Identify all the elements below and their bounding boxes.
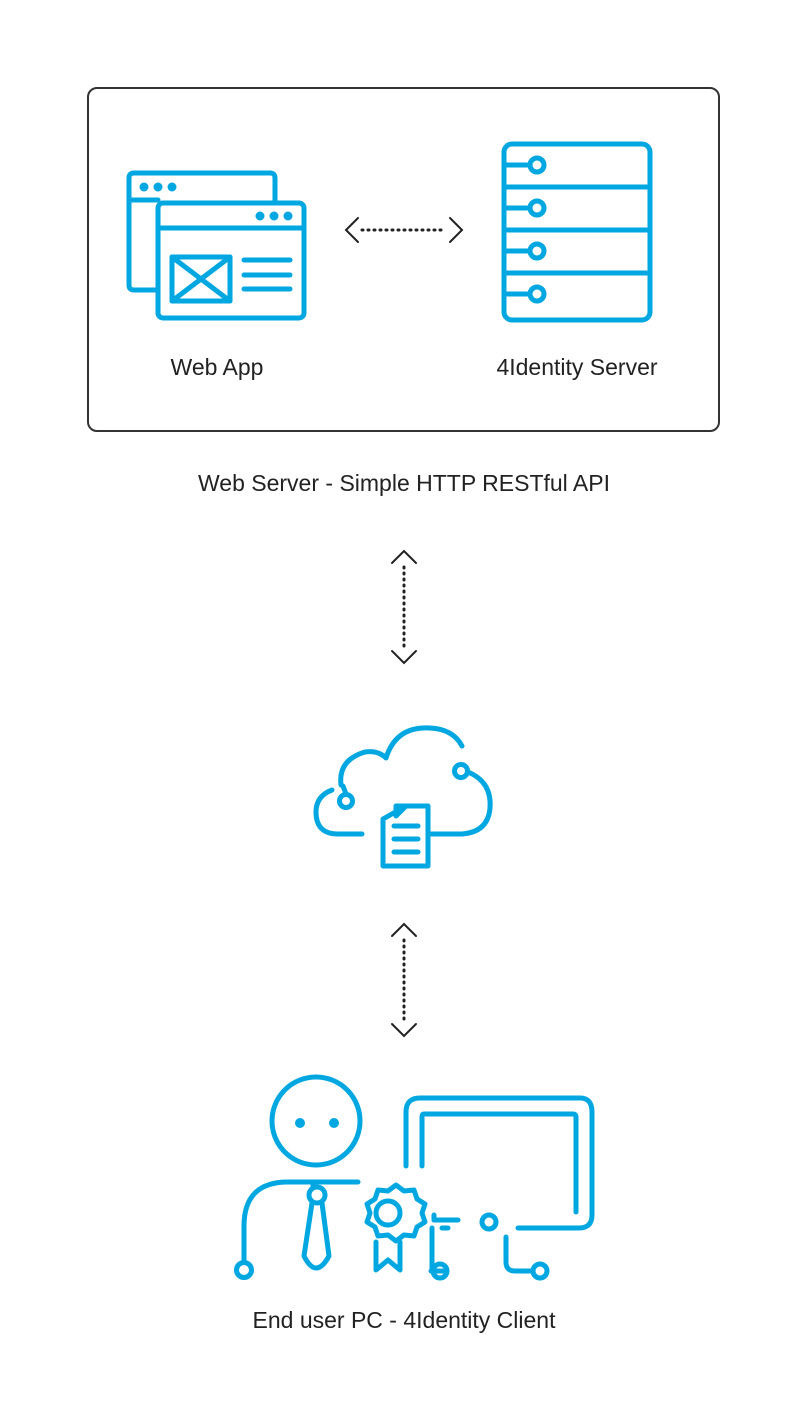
web-server-box: [87, 87, 720, 432]
end-user-caption: End user PC - 4Identity Client: [252, 1307, 556, 1333]
user-certificate-pc-icon: [234, 1074, 595, 1281]
cloud-document-icon: [313, 725, 493, 869]
bidirectional-arrow-vertical-upper: [391, 549, 417, 665]
server-rack-icon: [501, 141, 653, 323]
web-app-label: Web App: [170, 354, 264, 380]
identity-server-label: 4Identity Server: [496, 354, 658, 380]
bidirectional-arrow-vertical-lower: [391, 922, 417, 1038]
bidirectional-arrow-horizontal: [344, 217, 464, 243]
web-server-caption: Web Server - Simple HTTP RESTful API: [198, 470, 610, 496]
browser-windows-icon: [126, 170, 307, 321]
